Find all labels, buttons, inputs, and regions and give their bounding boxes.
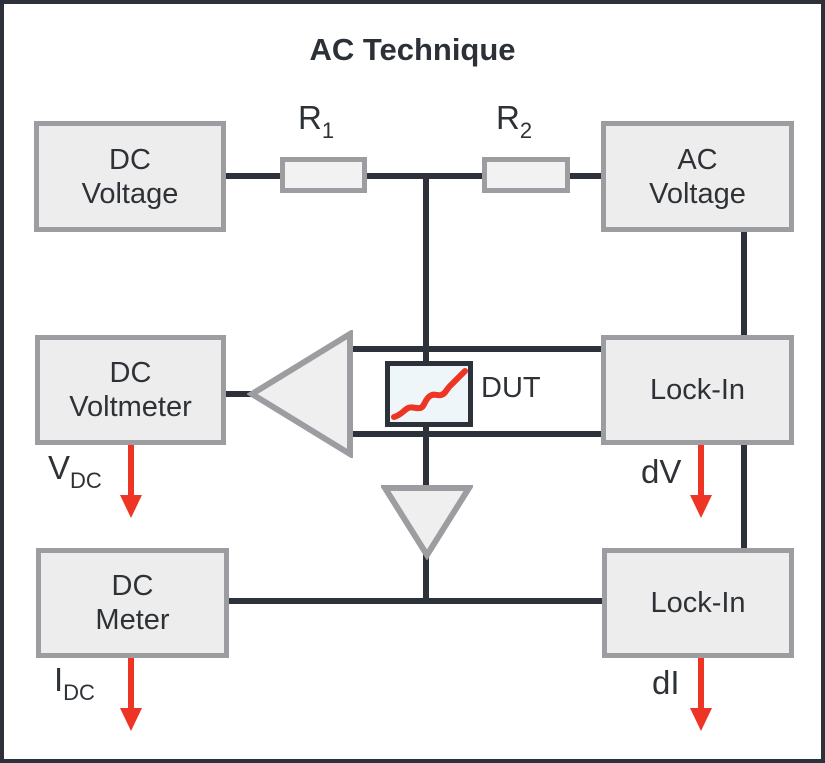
box-ac-voltage-label: AC [677, 143, 718, 176]
box-dc-voltmeter: DC Voltmeter [35, 335, 226, 445]
box-lock-in-top: Lock-In [601, 335, 794, 445]
wire-dut-to-amplifier [423, 422, 429, 490]
iv-curve-icon [391, 368, 468, 420]
resistor-r1-label: R1 [298, 99, 335, 144]
current-amplifier-icon [381, 484, 473, 560]
dut-label: DUT [481, 372, 541, 404]
idc-label: IDC [54, 661, 95, 706]
box-dc-meter-label: DC [111, 570, 154, 602]
box-ac-voltage: AC Voltage [601, 121, 794, 232]
dv-arrow-icon [689, 445, 713, 519]
wire-sense-bottom [347, 431, 602, 437]
idc-arrow-icon [119, 658, 143, 732]
wire-junction-to-dut [423, 176, 429, 368]
wire-sense-top [347, 346, 602, 352]
dv-label: dV [641, 453, 682, 490]
vdc-label: VDC [48, 449, 102, 494]
wire-amplifier-to-meterline [423, 550, 429, 602]
dut-box [385, 361, 473, 427]
di-arrow-icon [689, 658, 713, 732]
box-dc-voltage-label: DC [109, 143, 151, 176]
wire-dcmeter-to-lockin [228, 598, 602, 604]
vdc-arrow-icon [119, 445, 143, 519]
box-lock-in-top-label: Lock-In [649, 374, 746, 406]
wire-r2-to-acvoltage [569, 173, 602, 179]
diagram-title: AC Technique [309, 32, 516, 67]
resistor-r2-label: R2 [496, 99, 533, 144]
wire-voltmeter-to-amplifier [225, 391, 257, 397]
box-lock-in-bottom: Lock-In [602, 548, 794, 658]
box-dc-voltmeter-label: DC [109, 357, 152, 389]
resistor-r2 [482, 157, 570, 193]
di-label: dI [652, 664, 680, 701]
voltage-amplifier-icon [247, 330, 355, 458]
wire-lockin-to-lockin [741, 444, 747, 549]
resistor-r1 [280, 157, 367, 193]
box-lock-in-bottom-label: Lock-In [650, 587, 746, 619]
box-dc-voltage: DC Voltage [34, 121, 226, 232]
box-dc-meter: DC Meter [36, 548, 229, 658]
wire-acvoltage-to-lockin [741, 231, 747, 336]
wire-dcvoltage-to-r1 [225, 173, 281, 179]
